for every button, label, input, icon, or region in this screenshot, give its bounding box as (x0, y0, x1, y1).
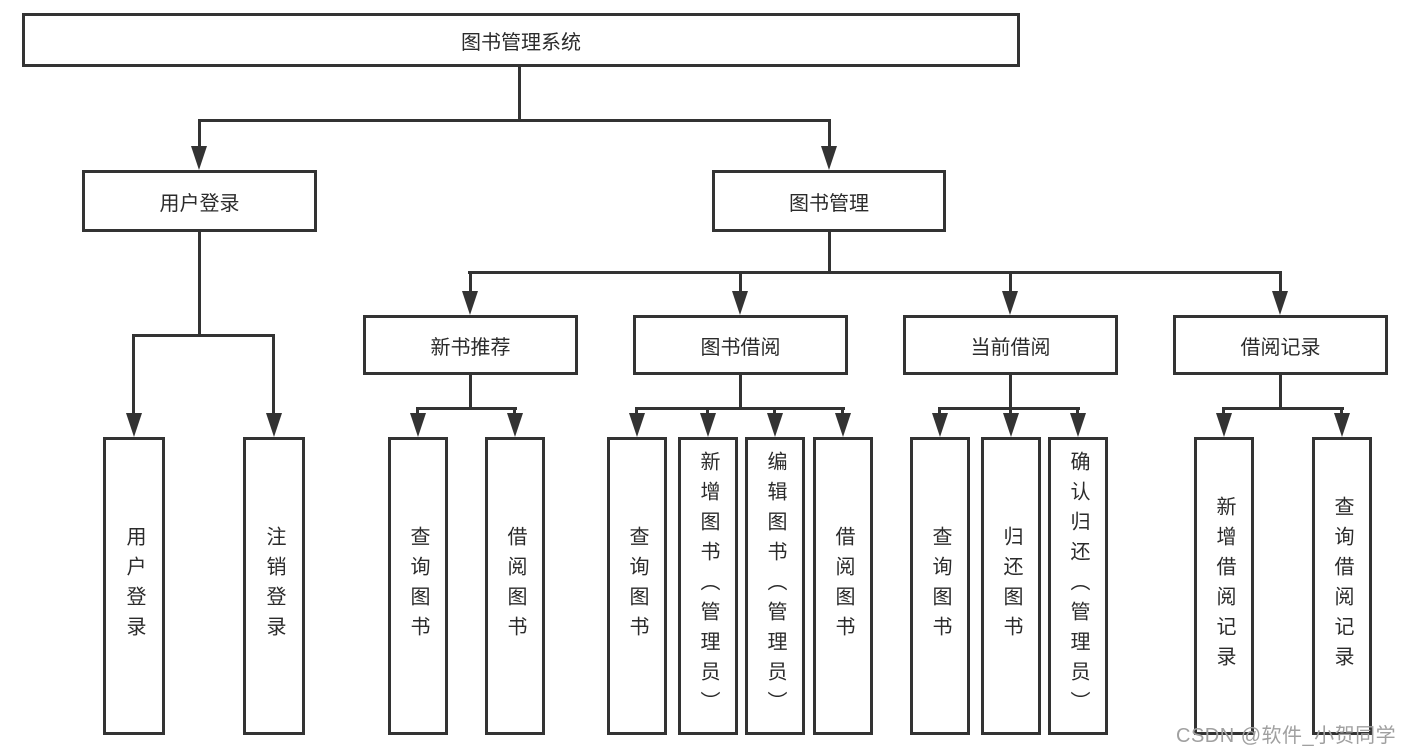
node-label: 图书管理 (789, 192, 869, 215)
arrowhead-down-icon (1216, 413, 1232, 437)
connector-stem (1279, 271, 1282, 295)
node-label: 归还图书 (1000, 526, 1022, 646)
connector-stem (841, 407, 844, 417)
arrowhead-down-icon (1002, 291, 1018, 315)
connector-bookmgmt-bar (468, 271, 1282, 274)
arrowhead-down-icon (126, 413, 142, 437)
node-user-login: 用户登录 (82, 170, 317, 232)
connector-stem (1340, 407, 1343, 417)
connector-stem (198, 119, 201, 151)
node-leaf-borrow-books-1: 借阅图书 (485, 437, 545, 735)
arrowhead-down-icon (1334, 413, 1350, 437)
node-leaf-return-books: 归还图书 (981, 437, 1041, 735)
connector-stem (1222, 407, 1225, 417)
arrowhead-down-icon (1272, 291, 1288, 315)
node-leaf-logout: 注销登录 (243, 437, 305, 735)
node-new-book-recommend: 新书推荐 (363, 315, 578, 375)
arrowhead-down-icon (266, 413, 282, 437)
node-leaf-borrow-books-2: 借阅图书 (813, 437, 873, 735)
node-leaf-query-borrow-record: 查询借阅记录 (1312, 437, 1372, 735)
node-leaf-user-login: 用户登录 (103, 437, 165, 735)
arrowhead-down-icon (1003, 413, 1019, 437)
connector-root-stub (518, 65, 521, 122)
connector-stem (706, 407, 709, 417)
node-borrow-record: 借阅记录 (1173, 315, 1388, 375)
node-leaf-query-books-1: 查询图书 (388, 437, 448, 735)
node-leaf-query-books-2: 查询图书 (607, 437, 667, 735)
node-leaf-confirm-return-admin: 确认归还（管理员） (1048, 437, 1108, 735)
connector-stem (1009, 407, 1012, 417)
node-label: 用户登录 (159, 192, 240, 215)
arrowhead-down-icon (835, 413, 851, 437)
node-label: 用户登录 (123, 526, 145, 646)
connector-stem (513, 407, 516, 417)
connector-stem (469, 271, 472, 295)
node-label: 查询借阅记录 (1331, 496, 1353, 676)
connector-newbook-stub (469, 373, 472, 410)
node-label: 新增借阅记录 (1213, 496, 1235, 676)
node-label: 查询图书 (626, 526, 648, 646)
node-label: 编辑图书（管理员） (764, 451, 786, 721)
arrowhead-down-icon (462, 291, 478, 315)
connector-stem (635, 407, 638, 417)
connector-stem (1076, 407, 1079, 417)
node-label: 图书管理系统 (461, 31, 581, 54)
connector-bookmgmt-stub (828, 230, 831, 274)
connector-borrowrecord-bar (1222, 407, 1344, 410)
node-leaf-add-borrow-record: 新增借阅记录 (1194, 437, 1254, 735)
node-label: 新书推荐 (430, 336, 511, 359)
connector-stem (739, 271, 742, 295)
node-book-management: 图书管理 (712, 170, 946, 232)
arrowhead-down-icon (410, 413, 426, 437)
connector-stem (938, 407, 941, 417)
connector-newbook-bar (416, 407, 517, 410)
arrowhead-down-icon (507, 413, 523, 437)
node-leaf-query-books-3: 查询图书 (910, 437, 970, 735)
node-label: 借阅图书 (832, 526, 854, 646)
node-label: 查询图书 (929, 526, 951, 646)
csdn-watermark: CSDN @软件_小贺同学 (1176, 725, 1397, 747)
node-label: 确认归还（管理员） (1067, 451, 1089, 721)
connector-bookborrow-stub (739, 373, 742, 410)
connector-bookborrow-bar (635, 407, 845, 410)
node-label: 借阅图书 (504, 526, 526, 646)
arrowhead-down-icon (767, 413, 783, 437)
node-leaf-add-books-admin: 新增图书（管理员） (678, 437, 738, 735)
connector-userlogin-bar (132, 334, 275, 337)
node-library-management-system: 图书管理系统 (22, 13, 1020, 67)
arrowhead-down-icon (932, 413, 948, 437)
connector-stem (773, 407, 776, 417)
connector-stem (416, 407, 419, 417)
arrowhead-down-icon (732, 291, 748, 315)
node-label: 当前借阅 (970, 336, 1051, 359)
node-label: 新增图书（管理员） (697, 451, 719, 721)
connector-stem (132, 334, 135, 416)
connector-stem (1009, 271, 1012, 295)
node-current-borrow: 当前借阅 (903, 315, 1118, 375)
connector-currentborrow-stub (1009, 373, 1012, 410)
arrowhead-down-icon (821, 146, 837, 170)
connector-stem (828, 119, 831, 151)
node-book-borrow: 图书借阅 (633, 315, 848, 375)
node-label: 注销登录 (263, 526, 285, 646)
connector-userlogin-stub (198, 230, 201, 337)
arrowhead-down-icon (629, 413, 645, 437)
connector-stem (272, 334, 275, 416)
arrowhead-down-icon (700, 413, 716, 437)
connector-borrowrecord-stub (1279, 373, 1282, 410)
node-label: 图书借阅 (700, 336, 781, 359)
node-label: 查询图书 (407, 526, 429, 646)
node-leaf-edit-books-admin: 编辑图书（管理员） (745, 437, 805, 735)
connector-root-bar (198, 119, 831, 122)
arrowhead-down-icon (1070, 413, 1086, 437)
node-label: 借阅记录 (1240, 336, 1321, 359)
arrowhead-down-icon (191, 146, 207, 170)
